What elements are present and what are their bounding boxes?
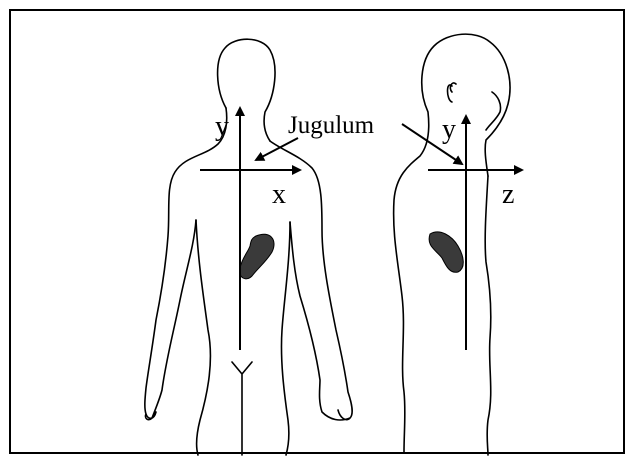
front-x-label: x	[272, 179, 286, 210]
side-ear	[448, 83, 457, 102]
front-y-label: y	[215, 111, 229, 142]
jugulum-label: Jugulum	[288, 112, 375, 139]
side-view-body	[394, 34, 510, 455]
front-left-torso	[196, 220, 210, 455]
side-z-label: z	[502, 179, 514, 210]
side-front-outline	[485, 176, 491, 455]
jugulum-pointer-front	[256, 138, 298, 160]
front-view-body	[145, 39, 352, 455]
side-y-label: y	[442, 114, 456, 145]
front-crotch-line	[232, 362, 252, 455]
front-left-outline	[145, 108, 227, 420]
front-right-torso	[281, 222, 290, 455]
figure-frame	[10, 10, 624, 453]
front-organ	[240, 234, 274, 279]
side-organ	[429, 232, 463, 272]
